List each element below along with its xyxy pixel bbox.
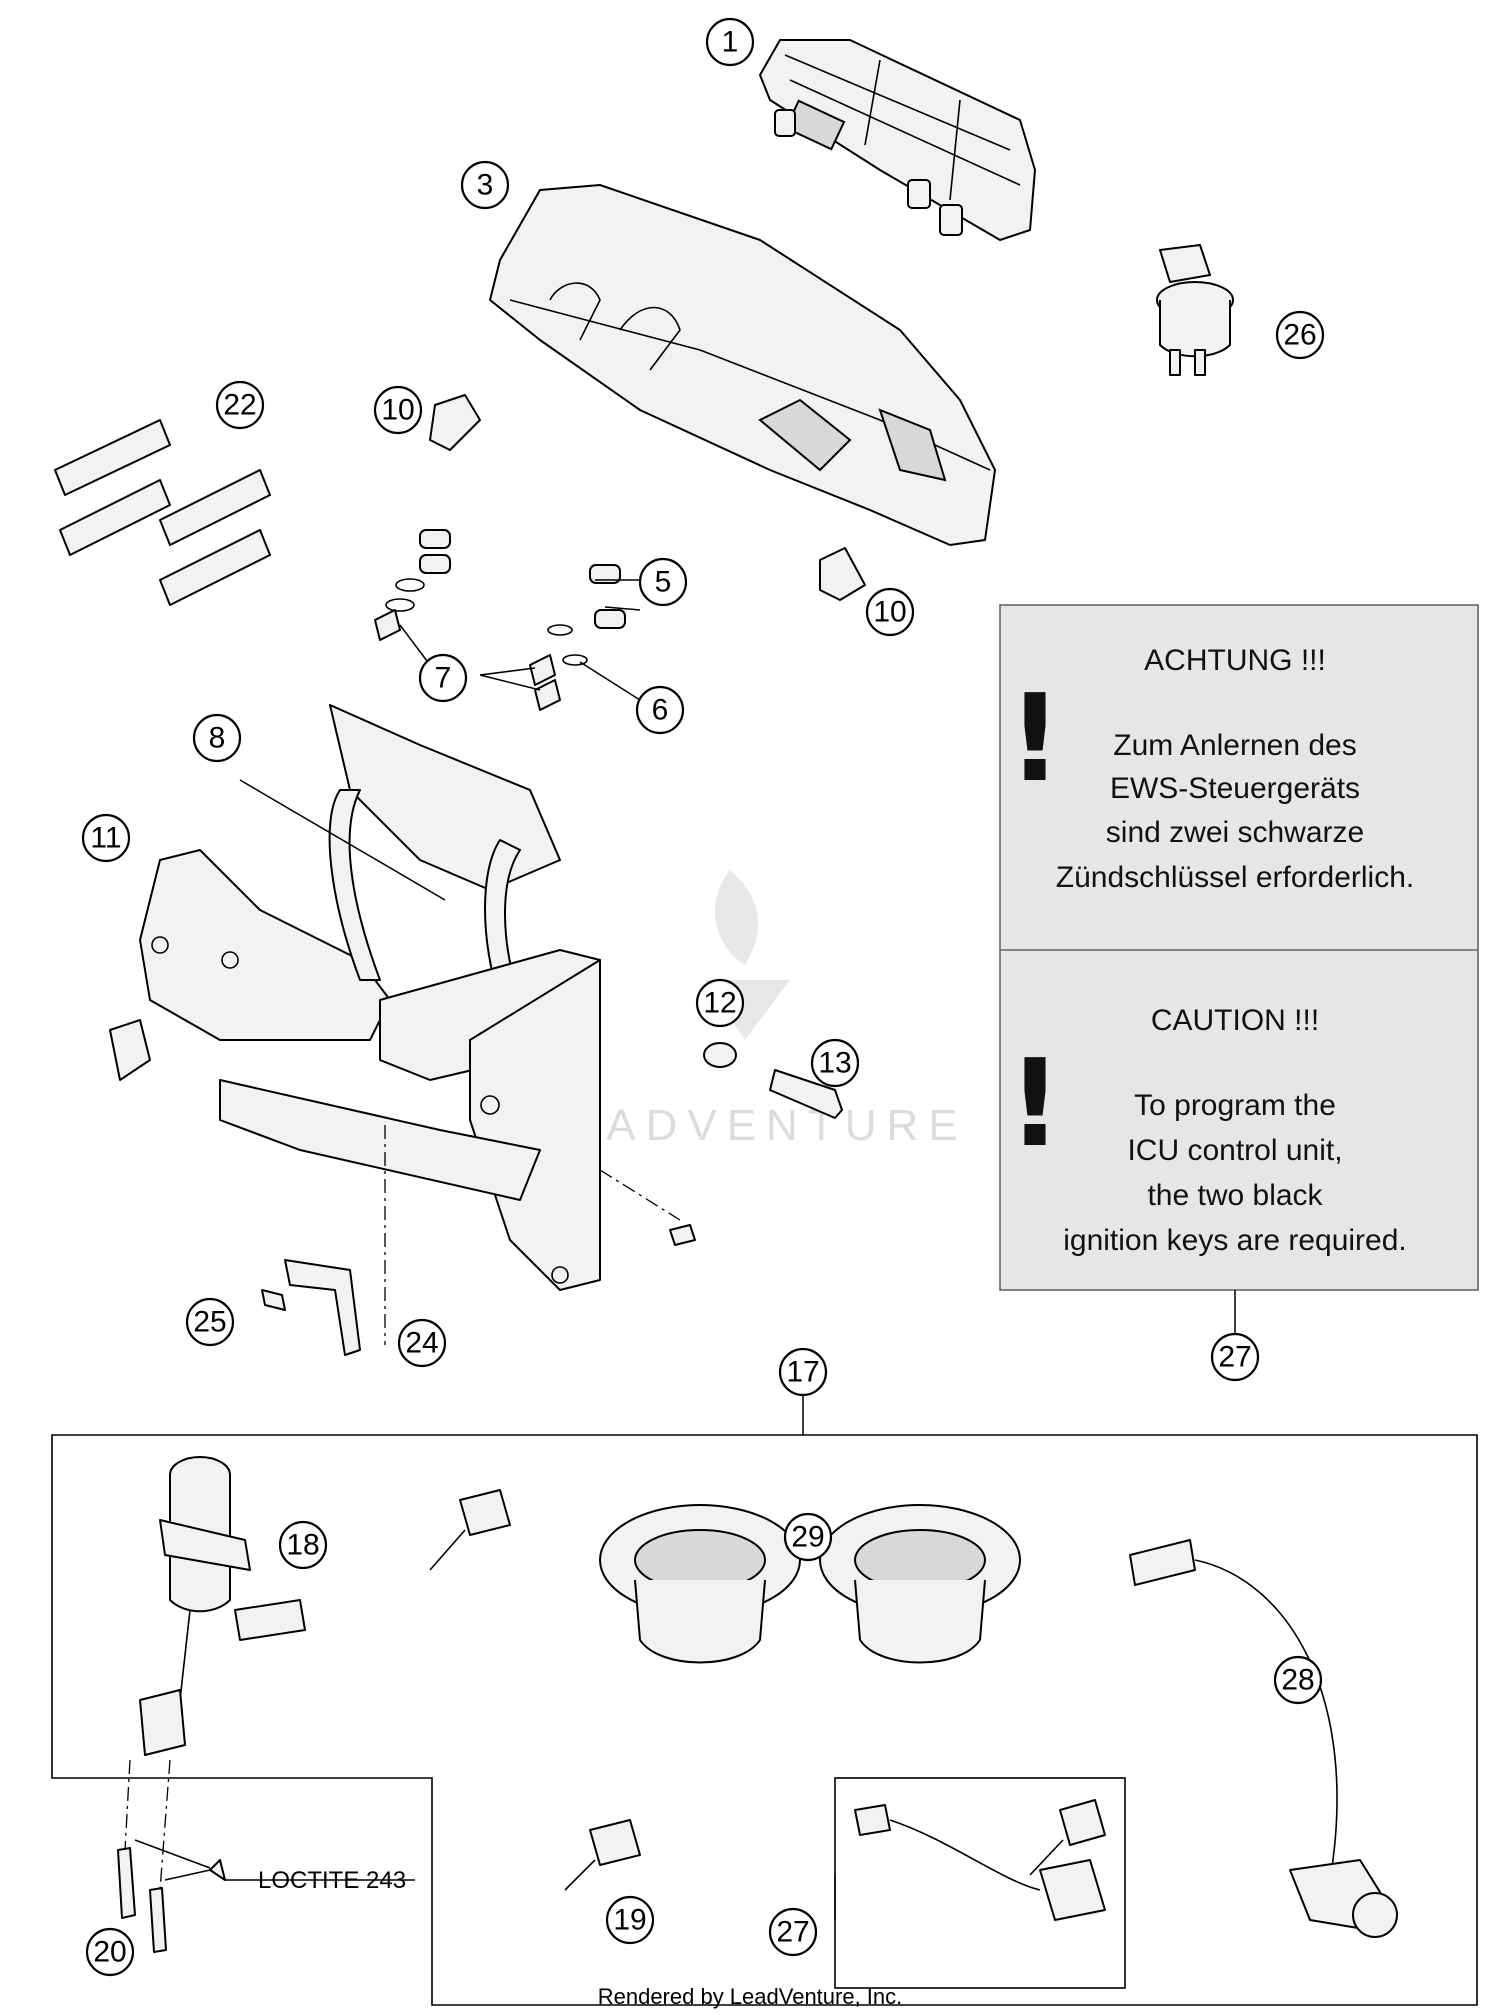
small-bracket	[284, 1259, 361, 1356]
callout-7: 7	[418, 653, 468, 703]
callout-20: 20	[85, 1927, 135, 1977]
callout-13: 13	[810, 1038, 860, 1088]
warning-de-line: Zündschlüssel erforderlich.	[1056, 861, 1415, 894]
leader-lines	[239, 579, 1236, 1920]
callout-11: 11	[81, 813, 131, 863]
power-socket	[1156, 244, 1234, 376]
callout-number: 7	[435, 662, 452, 695]
instrument-cover	[489, 184, 996, 546]
warning-de-line: Zum Anlernen des	[1113, 729, 1356, 762]
warning-en-line: ICU control unit,	[1127, 1134, 1342, 1167]
callout-12: 12	[695, 978, 745, 1028]
callout-number: 20	[93, 1936, 126, 1969]
callout-number: 28	[1281, 1664, 1314, 1697]
rubber-sleeves	[54, 419, 271, 606]
callout-number: 6	[652, 694, 669, 727]
callout-number: 12	[703, 987, 736, 1020]
ews-wiring	[854, 1804, 1106, 1921]
callout-number: 26	[1283, 319, 1316, 352]
callout-number: 22	[223, 389, 256, 422]
callout-19: 19	[605, 1895, 655, 1945]
callout-22: 22	[215, 380, 265, 430]
fuel-cap-right	[819, 1504, 1021, 1664]
immobilizer-sensor	[1129, 1539, 1398, 1938]
callout-number: 11	[90, 822, 121, 855]
key-lower	[564, 1819, 641, 1891]
callout-17: 17	[778, 1347, 828, 1397]
warning-en-line: To program the	[1134, 1089, 1336, 1122]
callout-number: 8	[209, 722, 226, 755]
callout-number: 10	[873, 596, 906, 629]
clip-lower	[819, 547, 866, 601]
callout-1: 1	[705, 17, 755, 67]
warning-box: ! ACHTUNG !!! Zum Anlernen des EWS-Steue…	[999, 604, 1479, 1291]
warning-de-title: ACHTUNG !!!	[1144, 644, 1326, 677]
callout-number: 29	[791, 1521, 824, 1554]
callout-number: 3	[477, 169, 494, 202]
callout-8: 8	[192, 713, 242, 763]
watermark-text: LEADVENTURE	[532, 1101, 967, 1150]
instrument-cluster	[759, 39, 1036, 241]
callout-28: 28	[1273, 1655, 1323, 1705]
callout-number: 5	[655, 566, 672, 599]
anti-theft-screws	[117, 1759, 415, 1953]
credit-text: Rendered by LeadVenture, Inc.	[598, 1984, 903, 2009]
callout-29: 29	[783, 1512, 833, 1562]
bolt	[769, 1069, 843, 1119]
callout-27-warning: 27	[1210, 1332, 1260, 1382]
callout-number: 27	[1218, 1341, 1251, 1374]
callout-27-kit: 27	[768, 1907, 818, 1957]
callout-number: 27	[776, 1916, 809, 1949]
warning-en-line: the two black	[1147, 1179, 1323, 1212]
callout-5: 5	[638, 557, 688, 607]
callout-number: 17	[786, 1356, 819, 1389]
callout-number: 13	[818, 1047, 851, 1080]
grommets-and-screws	[374, 529, 626, 711]
key-upper	[429, 1489, 511, 1571]
warning-en-title: CAUTION !!!	[1151, 1004, 1319, 1037]
callout-18: 18	[278, 1520, 328, 1570]
callout-10-lower: 10	[865, 587, 915, 637]
callout-10-upper: 10	[373, 385, 423, 435]
warning-de-line: sind zwei schwarze	[1106, 816, 1364, 849]
callout-26: 26	[1275, 310, 1325, 360]
callout-number: 19	[613, 1904, 646, 1937]
warning-en-line: ignition keys are required.	[1063, 1224, 1407, 1257]
callout-number: 10	[381, 394, 414, 427]
loctite-label: LOCTITE 243	[258, 1867, 406, 1894]
key-kit	[1029, 1799, 1106, 1876]
mounting-bracket	[109, 704, 696, 1291]
callout-6: 6	[635, 685, 685, 735]
nut	[703, 1042, 737, 1068]
exclamation-mark-icon: !	[1008, 1035, 1063, 1174]
callout-number: 25	[193, 1306, 226, 1339]
callout-25: 25	[185, 1297, 235, 1347]
warning-de-line: EWS-Steuergeräts	[1110, 772, 1360, 805]
callout-number: 18	[286, 1529, 319, 1562]
callout-24: 24	[397, 1318, 447, 1368]
fuel-cap-left	[599, 1504, 801, 1664]
screw	[261, 1289, 286, 1311]
exclamation-mark-icon: !	[1008, 670, 1063, 809]
ignition-lock	[139, 1456, 306, 1756]
callout-number: 1	[722, 26, 739, 59]
clip-upper	[429, 394, 481, 451]
callout-number: 24	[405, 1327, 438, 1360]
callout-3: 3	[460, 160, 510, 210]
